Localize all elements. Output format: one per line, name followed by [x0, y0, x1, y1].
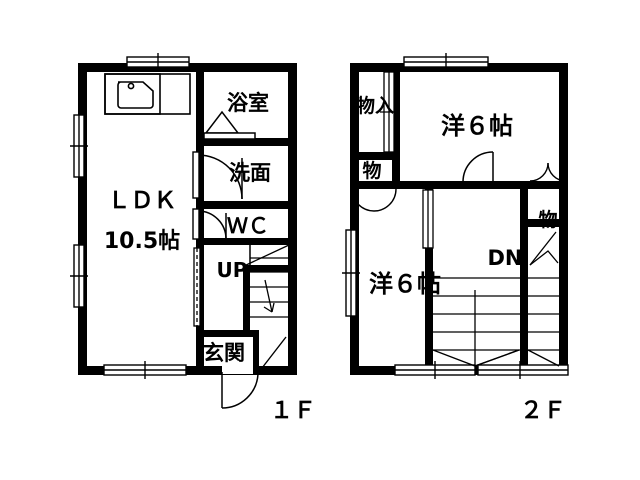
room-label-storage-left: 物	[362, 159, 381, 182]
closet-sliding-doors	[380, 71, 398, 153]
door-wc	[192, 208, 227, 240]
room-label-ldk: ＬＤＫ	[108, 188, 177, 214]
entrance-step	[261, 336, 287, 369]
room-label-bath: 浴室	[227, 91, 269, 115]
room-label-2f-top: 洋６帖	[441, 112, 513, 140]
floor-2-interior-walls	[350, 63, 568, 375]
floor-1-caption: １Ｆ	[270, 398, 316, 424]
window-ldk-left-upper	[70, 114, 88, 178]
stair-landing-lines	[249, 245, 289, 266]
floor-1-interior-walls	[196, 63, 297, 375]
door-entrance	[221, 366, 259, 409]
door-storage-left	[350, 185, 400, 212]
room-label-washroom: 洗面	[229, 161, 271, 185]
room-area-ldk: 10.5帖	[104, 229, 180, 254]
stairs-down	[432, 231, 560, 367]
room-label-stairs-down: DN	[487, 246, 522, 270]
sliding-door-hall	[193, 247, 201, 327]
window-2f-bottom-right	[477, 361, 569, 379]
kitchen-counter	[104, 73, 191, 115]
floor-2-plan: 物入 物 洋６帖 洋６帖 物 DN ２Ｆ	[342, 53, 569, 424]
room-label-wc: ＷＣ	[227, 214, 269, 238]
floor-1-plan: ＬＤＫ 10.5帖 浴室 洗面 ＷＣ UP 玄関 １Ｆ	[70, 53, 316, 424]
room-label-closet-top: 物入	[356, 94, 394, 117]
sliding-door-2f-hall	[422, 189, 434, 285]
window-2f-top	[403, 53, 489, 71]
window-2f-bottom-left	[394, 361, 476, 379]
door-2f-upper-room	[462, 151, 494, 183]
door-storage-right	[529, 162, 567, 182]
window-ldk-bottom	[103, 361, 187, 379]
door-bath	[203, 110, 256, 140]
room-label-entrance: 玄関	[203, 341, 245, 365]
room-label-storage-right: 物	[538, 208, 557, 231]
stairs-up	[243, 244, 290, 318]
floor-2-caption: ２Ｆ	[520, 398, 566, 424]
window-ldk-left-lower	[70, 244, 88, 308]
door-washroom	[192, 151, 243, 200]
room-label-2f-bottom: 洋６帖	[369, 270, 441, 298]
window-ldk-top	[126, 53, 190, 71]
window-2f-left	[342, 229, 360, 317]
room-label-stairs-up: UP	[217, 258, 248, 282]
